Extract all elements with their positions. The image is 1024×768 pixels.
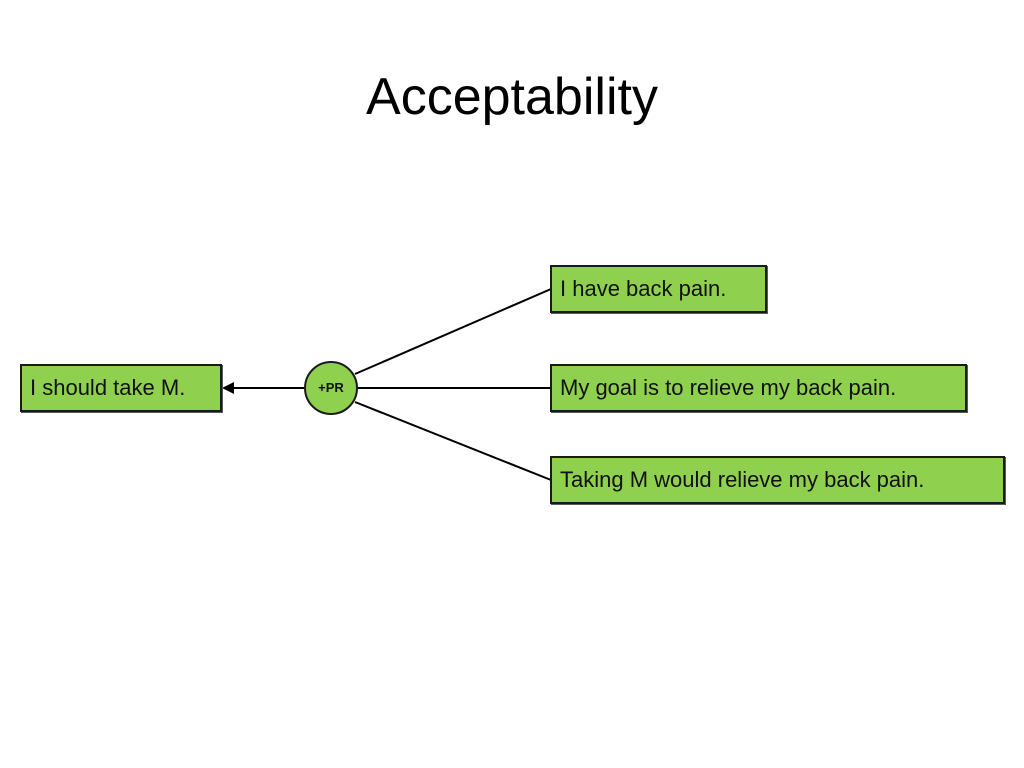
- edge-premise-1: [354, 288, 552, 375]
- premise-box-2: My goal is to relieve my back pain.: [550, 364, 967, 412]
- inference-node: +PR: [304, 361, 358, 415]
- edge-premise-3: [354, 401, 552, 481]
- premise-box-3: Taking M would relieve my back pain.: [550, 456, 1005, 504]
- conclusion-box: I should take M.: [20, 364, 222, 412]
- premise-box-1: I have back pain.: [550, 265, 767, 313]
- slide-title: Acceptability: [366, 68, 658, 126]
